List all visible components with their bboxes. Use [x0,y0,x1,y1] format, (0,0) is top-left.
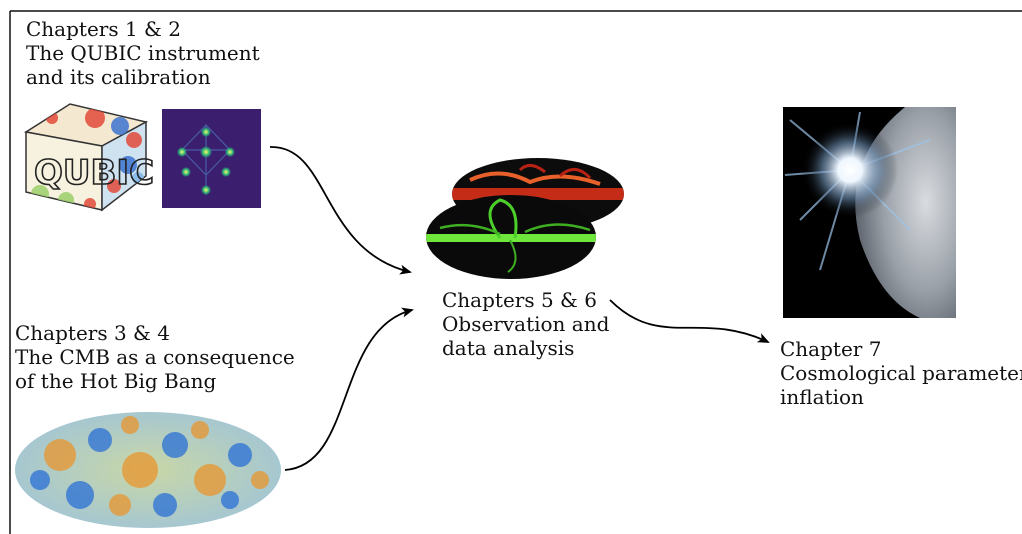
big-bang-image [783,107,956,318]
analysis-line2: data analysis [442,336,575,360]
instrument-caption: Chapters 1 & 2 The QUBIC instrument and … [26,17,260,89]
cmb-line2: of the Hot Big Bang [15,369,217,393]
analysis-heading: Chapters 5 & 6 [442,288,597,312]
cmb-map-image [15,412,281,528]
instrument-line1: The QUBIC instrument [26,41,260,65]
cmb-line1: The CMB as a consequence [15,345,295,369]
cmb-heading: Chapters 3 & 4 [15,321,170,345]
cosmology-line1: Cosmological parameters [780,361,1022,385]
analysis-line1: Observation and [442,312,610,336]
instrument-line2: and its calibration [26,65,211,89]
arrow-cmb-to-analysis [284,307,414,471]
qubic-cube-logo: QUBIC [23,103,155,212]
cmb-caption: Chapters 3 & 4 The CMB as a consequence … [15,321,295,393]
beam-pattern-image [162,109,261,208]
cosmology-heading: Chapter 7 [780,337,882,361]
cosmology-caption: Chapter 7 Cosmological parameters inflat… [780,337,1022,409]
galactic-maps-image [426,158,624,279]
instrument-heading: Chapters 1 & 2 [26,17,181,41]
analysis-caption: Chapters 5 & 6 Observation and data anal… [442,288,609,360]
arrow-instrument-to-analysis [269,146,412,275]
arrow-analysis-to-cosmology [609,299,770,343]
qubic-logo-text: QUBIC [34,153,154,193]
cosmology-line2: inflation [780,385,864,409]
